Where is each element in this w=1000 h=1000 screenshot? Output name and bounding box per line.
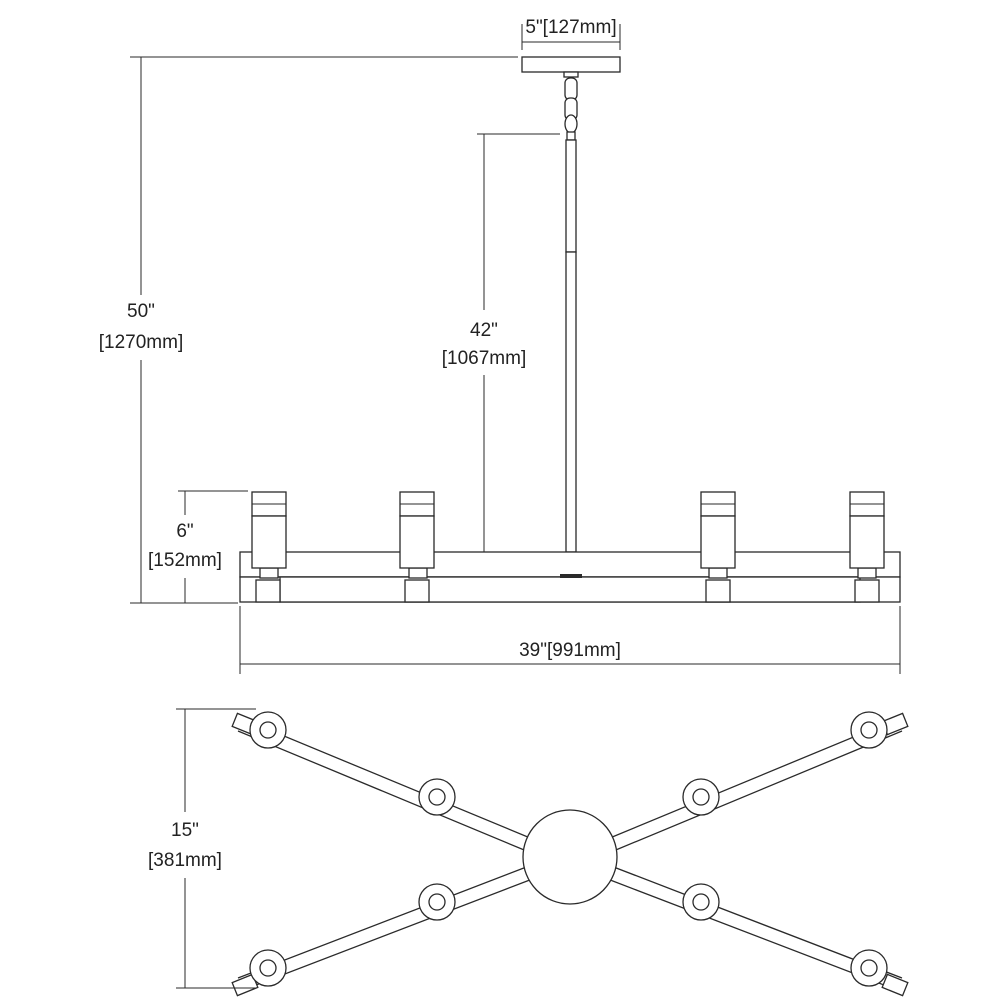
center-hub: [522, 809, 618, 905]
depth-label: 15": [171, 820, 199, 841]
fixture-height-dimension: [178, 490, 248, 603]
depth-mm-label: [381mm]: [148, 850, 222, 871]
overall-width-dimension: [239, 606, 901, 674]
canopy: [521, 56, 621, 78]
stem-length-label: 42": [470, 320, 498, 341]
fixture-height-label: 6": [176, 521, 193, 542]
chain: [564, 77, 578, 141]
overall-width-label: 39"[991mm]: [519, 640, 621, 661]
canopy-width-dimension: [521, 24, 621, 50]
fixture-body: [239, 551, 901, 603]
shade-3: [700, 491, 736, 603]
shade-2: [399, 491, 435, 603]
stem: [565, 139, 577, 553]
canopy-width-label: 5"[127mm]: [525, 17, 616, 38]
stem-length-dimension: [477, 133, 560, 552]
depth-dimension: [176, 708, 256, 989]
shade-4: [849, 491, 885, 603]
overall-height-label: 50": [127, 301, 155, 322]
plan-view: [231, 711, 909, 997]
overall-height-mm-label: [1270mm]: [99, 332, 183, 353]
stem-length-mm-label: [1067mm]: [442, 348, 526, 369]
overall-height-dimension: [130, 56, 518, 604]
shade-1: [251, 491, 287, 603]
fixture-height-mm-label: [152mm]: [148, 550, 222, 571]
